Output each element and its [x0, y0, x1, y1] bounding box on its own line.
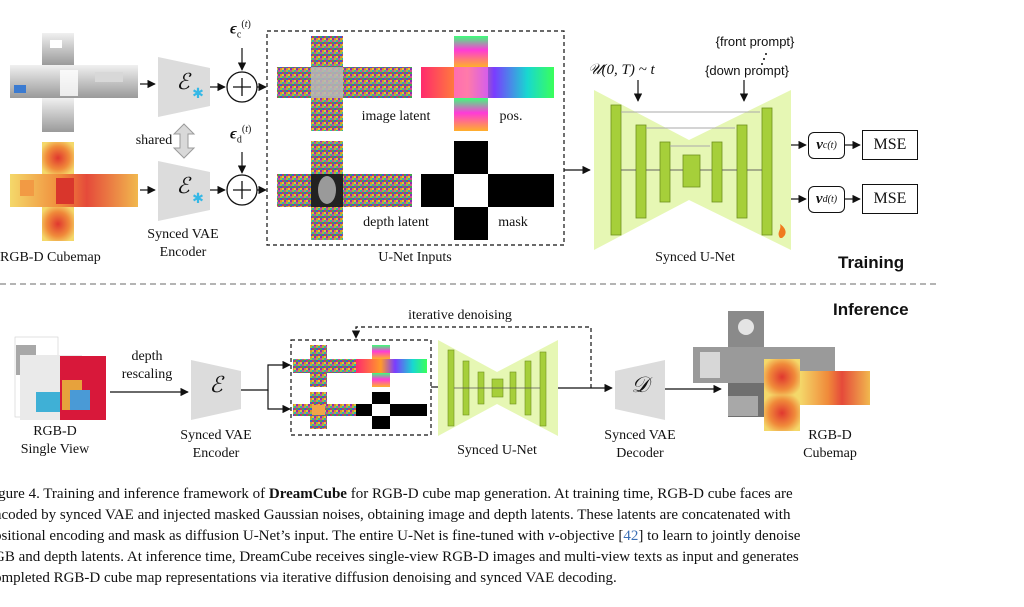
mse-box-d: MSE — [862, 184, 918, 214]
decoder-symbol: 𝒟 — [631, 372, 649, 397]
encoder-star-rgb: ✱ — [192, 87, 204, 102]
inference-section-label: Inference — [833, 300, 909, 319]
caption-line-3: ositional encoding and mask as diffusion… — [0, 528, 801, 544]
inference-inputs-box — [290, 339, 432, 436]
noise-c-label: ϵc(t) — [230, 19, 251, 41]
noise-add-rgb — [226, 71, 258, 103]
iterative-denoising-loop — [351, 326, 592, 388]
depth-rescaling-line1: depth — [131, 349, 163, 364]
timestep-label: 𝒰(0, T) ~ t — [588, 62, 655, 78]
rgbd-single-view-image — [14, 336, 106, 420]
noise-d-label: ϵd(t) — [230, 124, 252, 146]
output-cubemap-label-line1: RGB-D — [808, 428, 852, 443]
unet-inputs-label: U-Net Inputs — [378, 250, 452, 265]
training-unet — [594, 90, 791, 250]
encoder-star-depth: ✱ — [192, 192, 204, 207]
vae-encoder-rgb — [158, 57, 210, 117]
training-section-label: Training — [838, 253, 905, 272]
figure-caption: igure 4. Training and inference framewor… — [0, 484, 994, 589]
encoder-symbol-depth: ℰ — [176, 173, 190, 198]
depth-latent-image — [277, 141, 412, 240]
decoder-label-line1: Synced VAE — [604, 428, 676, 443]
inference-vae-decoder — [615, 360, 665, 420]
shared-double-arrow — [172, 123, 196, 159]
depth-cubemap-image — [10, 142, 138, 241]
inference-depth-latent — [293, 392, 427, 429]
single-view-label-line2: Single View — [20, 442, 90, 457]
single-view-label-line1: RGB-D — [33, 424, 77, 439]
caption-bold-title: DreamCube — [268, 486, 347, 502]
caption-line-2: ncoded by synced VAE and injected masked… — [0, 507, 791, 523]
output-cubemap-label-line2: Cubemap — [803, 446, 857, 461]
inference-vae-encoder — [191, 360, 241, 420]
image-latent-image — [277, 36, 412, 131]
rgb-cubemap-image — [10, 33, 138, 132]
noise-add-depth — [226, 174, 258, 206]
inference-encoder-label-line1: Synced VAE — [180, 428, 252, 443]
shared-label: shared — [135, 133, 173, 148]
inference-encoder-symbol: ℰ — [209, 372, 223, 397]
inference-unet — [438, 340, 558, 436]
encoder-label-line2: Encoder — [159, 245, 207, 260]
mask-label: mask — [498, 215, 528, 230]
mse-box-c: MSE — [862, 130, 918, 160]
depth-latent-label: depth latent — [363, 215, 429, 230]
training-unet-label: Synced U-Net — [655, 250, 735, 265]
encoder-label-line1: Synced VAE — [147, 227, 219, 242]
down-prompt-label: {down prompt} — [705, 63, 789, 78]
vae-encoder-depth — [158, 161, 210, 221]
caption-line-4: GB and depth latents. At inference time,… — [0, 549, 799, 565]
framework-figure — [0, 30, 940, 436]
decoder-label-line2: Decoder — [616, 446, 664, 461]
inference-image-latent — [293, 345, 427, 387]
inference-unet-label: Synced U-Net — [457, 443, 537, 458]
unet-inputs-box — [266, 30, 565, 246]
output-rgbd-cubemap-image — [693, 311, 870, 431]
depth-rescaling-line2: rescaling — [121, 367, 173, 382]
pos-label: pos. — [499, 109, 523, 124]
front-prompt-label: {front prompt} — [715, 34, 795, 49]
caption-line-5: ompleted RGB-D cube map representations … — [0, 570, 617, 586]
encoder-symbol-rgb: ℰ — [176, 69, 190, 94]
mask-image — [421, 141, 554, 240]
positional-encoding-image — [421, 36, 554, 131]
inference-encoder-label-line2: Encoder — [192, 446, 240, 461]
caption-line-1: igure 4. Training and inference framewor… — [0, 486, 793, 502]
iterative-denoising-label: iterative denoising — [408, 308, 512, 323]
image-latent-label: image latent — [361, 109, 431, 124]
rgbd-cubemap-label: RGB-D Cubemap — [0, 250, 101, 265]
citation-link[interactable]: 42 — [623, 528, 639, 544]
